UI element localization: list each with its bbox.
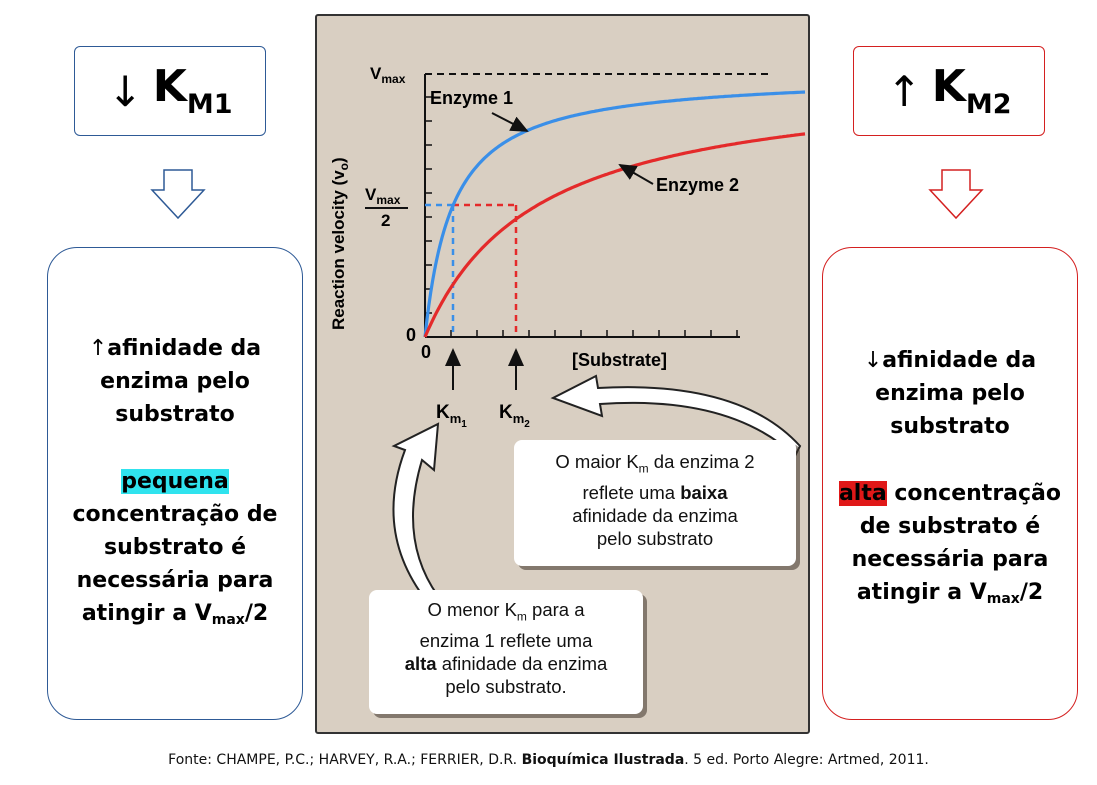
enzyme-1-label: Enzyme 1	[430, 88, 513, 108]
vmax-label: Vmax	[370, 64, 406, 86]
km1-label: KM1	[152, 61, 233, 121]
right-line-5: de substrato é	[859, 514, 1041, 539]
x-ticks	[450, 330, 738, 337]
right-line-1: ↓afinidade da	[863, 348, 1037, 373]
right-line-3: substrato	[890, 414, 1010, 439]
hollow-down-arrow-icon	[928, 169, 984, 220]
half-vmax-label-bottom: 2	[381, 211, 390, 230]
callout-arrow-to-km2	[550, 374, 802, 458]
highlight-alta: alta	[838, 481, 887, 506]
y-ticks	[425, 96, 432, 314]
enzyme-1-curve	[423, 90, 806, 338]
left-line-7: atingir a Vmax/2	[81, 601, 269, 629]
left-highlight-line: pequena	[62, 465, 288, 498]
right-explanation-panel: ↓afinidade da enzima pelo substrato alta…	[822, 247, 1078, 720]
left-line-5: substrato é	[103, 535, 247, 560]
km2-box: ↑ KM2	[853, 46, 1045, 136]
right-line-7: atingir a Vmax/2	[856, 580, 1044, 608]
enzyme-2-pointer	[618, 164, 654, 185]
enzyme-2-curve	[423, 132, 806, 338]
up-arrow-icon: ↑	[886, 66, 922, 116]
left-line-2: enzima pelo	[100, 369, 250, 394]
left-line-4: concentração de	[72, 502, 278, 527]
km2-tick-label: Km2	[499, 402, 530, 430]
half-vmax-label-top: Vmax	[365, 185, 401, 207]
highlight-pequena: pequena	[121, 469, 229, 494]
enzyme-2-label: Enzyme 2	[656, 175, 739, 195]
right-line-6: necessária para	[851, 547, 1049, 572]
left-explanation-panel: ↑afinidade da enzima pelo substrato pequ…	[47, 247, 303, 720]
left-line-1: ↑afinidade da	[88, 336, 262, 361]
left-line-3: substrato	[115, 402, 235, 427]
y-zero-label: 0	[406, 325, 416, 345]
x-axis-label: [Substrate]	[572, 350, 667, 370]
right-line-2: enzima pelo	[875, 381, 1025, 406]
right-highlight-line: alta concentração	[838, 481, 1062, 506]
km1-tick-label: Km1	[436, 402, 467, 430]
down-arrow-icon: ↓	[107, 66, 143, 116]
up-arrow-icon: ↑	[88, 336, 108, 361]
callout-arrow-to-km1	[391, 422, 440, 597]
hollow-down-arrow-icon	[150, 169, 206, 220]
km1-box: ↓ KM1	[74, 46, 266, 136]
left-line-6: necessária para	[76, 568, 274, 593]
source-citation: Fonte: CHAMPE, P.C.; HARVEY, R.A.; FERRI…	[168, 752, 929, 768]
down-arrow-icon: ↓	[863, 348, 883, 373]
y-axis-label: Reaction velocity (vo)	[329, 157, 351, 330]
enzyme-1-pointer	[491, 112, 529, 132]
x-zero-label: 0	[421, 342, 431, 362]
km2-label: KM2	[931, 61, 1012, 121]
callout-enzyme-2: O maior Km da enzima 2 reflete uma baixa…	[514, 440, 796, 566]
callout-enzyme-1: O menor Km para a enzima 1 reflete uma a…	[369, 590, 643, 714]
